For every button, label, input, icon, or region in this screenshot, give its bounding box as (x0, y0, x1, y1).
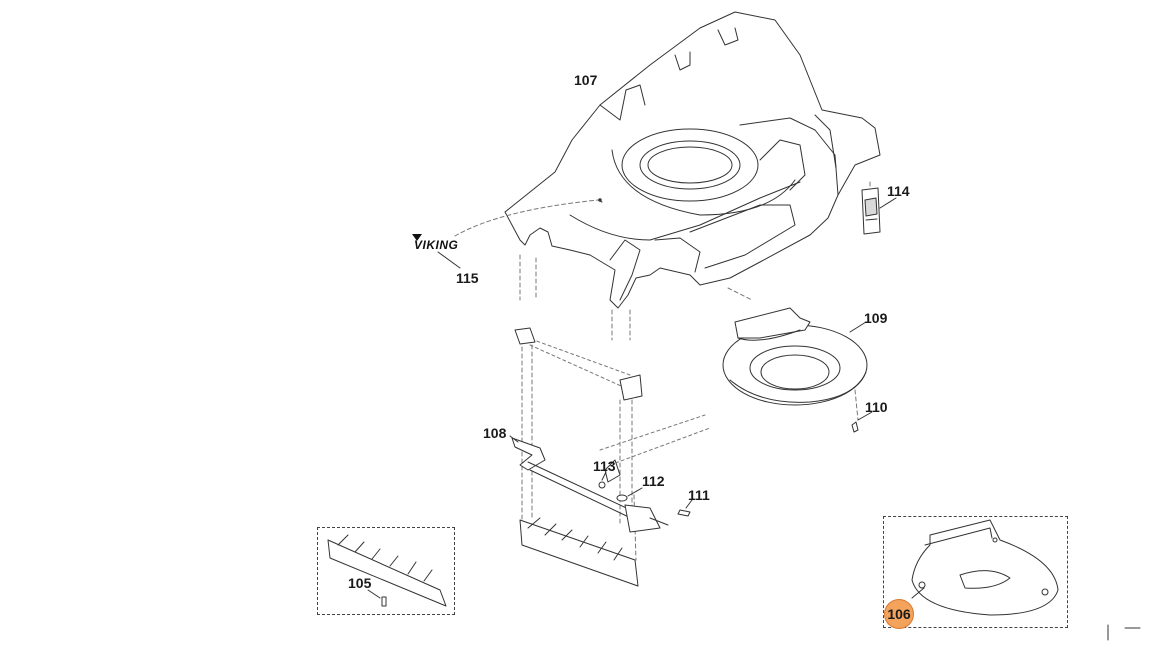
label-114[interactable]: 114 (887, 183, 910, 199)
label-112[interactable]: 112 (642, 473, 665, 489)
part-111-bolt[interactable] (677, 509, 691, 517)
part-113-nut[interactable] (598, 481, 606, 489)
part-105-rake[interactable] (327, 534, 447, 607)
rake-group-box (317, 527, 455, 615)
label-105[interactable]: 105 (348, 575, 372, 591)
mower-deck-housing[interactable] (504, 11, 881, 309)
part-114-tag[interactable] (861, 187, 881, 235)
viking-logo-mark-icon (412, 234, 422, 241)
label-108[interactable]: 108 (483, 425, 507, 441)
part-106-plate[interactable] (911, 519, 1059, 616)
label-115[interactable]: 115 (456, 270, 479, 286)
label-109[interactable]: 109 (864, 310, 888, 326)
viking-logo: VIKING (414, 238, 459, 252)
screw-110[interactable] (851, 421, 859, 433)
label-106-highlighted[interactable]: 106 (884, 599, 914, 629)
part-112-washer[interactable] (616, 494, 628, 502)
label-113[interactable]: 113 (593, 458, 616, 474)
label-110[interactable]: 110 (865, 399, 888, 415)
baffle-ring[interactable] (722, 307, 868, 406)
label-111[interactable]: 111 (688, 487, 710, 503)
axle-assembly[interactable] (511, 437, 669, 533)
plate-group-box (883, 516, 1068, 628)
label-107[interactable]: 107 (574, 72, 598, 88)
